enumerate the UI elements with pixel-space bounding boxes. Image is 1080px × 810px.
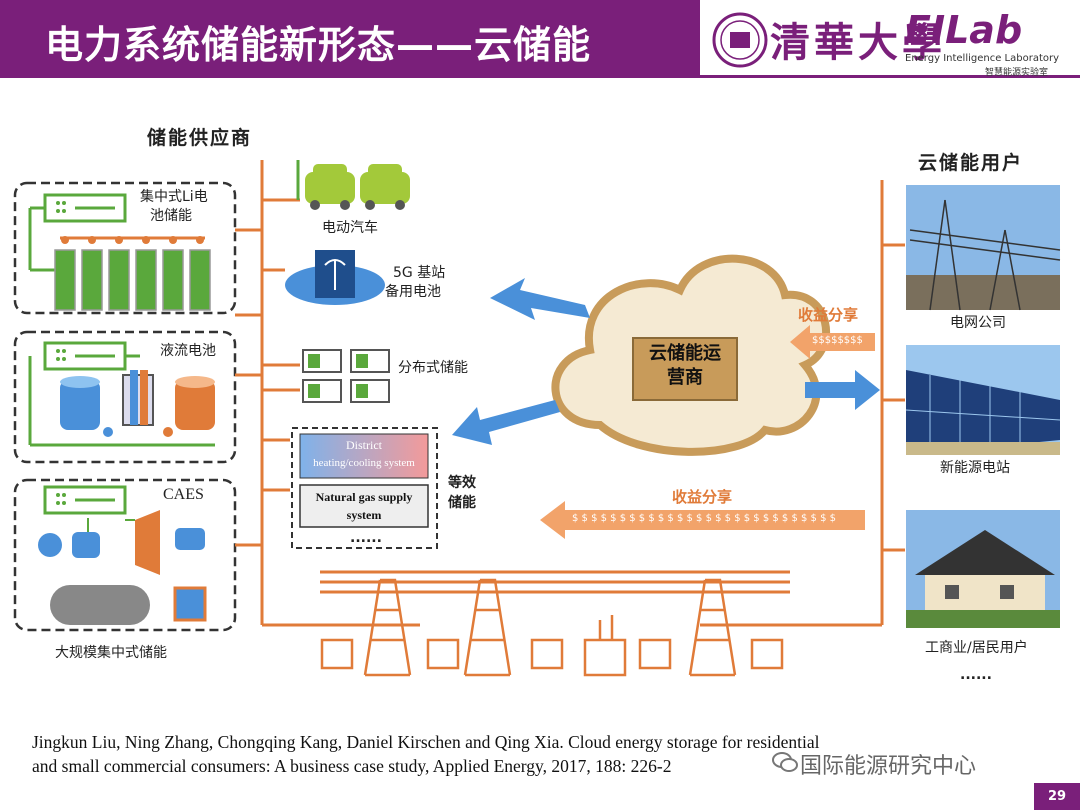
users-title: 云储能用户 <box>918 152 1024 174</box>
citation: Jingkun Liu, Ning Zhang, Chongqing Kang,… <box>32 730 992 778</box>
electric-car-icons <box>296 160 410 210</box>
renewable-station-label: 新能源电站 <box>940 460 1010 476</box>
renewable-station-photo <box>905 345 1061 455</box>
page-number: 29 <box>1034 783 1080 810</box>
university-name: 清華大學 <box>770 19 946 66</box>
profit-arrows <box>540 325 875 539</box>
right-bus <box>700 180 905 627</box>
university-seal-icon <box>712 12 768 68</box>
citation-line-1: Jingkun Liu, Ning Zhang, Chongqing Kang,… <box>32 732 820 752</box>
caes-graphic <box>38 485 207 625</box>
dollar-signs-long: $ $ $ $ $ $ $ $ $ $ $ $ $ $ $ $ $ $ $ $ … <box>572 513 836 524</box>
flow-battery-graphic <box>28 341 215 447</box>
users-ellipsis: ...... <box>960 667 992 683</box>
base-station-icon <box>285 250 385 305</box>
residential-user-photo <box>906 510 1060 628</box>
transmission-lines <box>320 570 790 594</box>
profit-share-label-top: 收益分享 <box>798 306 859 324</box>
distributed-battery-icons <box>302 349 390 403</box>
li-battery-box <box>13 181 237 315</box>
li-battery-label-1: 集中式Li电 <box>140 189 208 205</box>
watermark-text: 国际能源研究中心 <box>800 754 977 779</box>
equivalent-storage-box <box>291 427 438 549</box>
distributed-storage-label: 分布式储能 <box>398 360 468 376</box>
cloud-operator-line1: 云储能运 <box>649 343 721 364</box>
large-scale-storage-label: 大规模集中式储能 <box>55 645 167 661</box>
cloud-operator-line2: 营商 <box>667 367 703 388</box>
cloud-storage-diagram <box>13 160 1061 677</box>
blue-arrows <box>452 278 880 445</box>
dollar-signs-short: $$$$$$$$ <box>812 335 863 346</box>
citation-line-2: and small commercial consumers: A busine… <box>32 756 672 776</box>
caes-label: CAES <box>163 486 204 503</box>
header-bar <box>0 0 700 78</box>
suppliers-title: 储能供应商 <box>147 127 253 149</box>
base-station-label-1: 5G 基站 <box>393 265 446 281</box>
residential-user-label: 工商业/居民用户 <box>925 640 1028 656</box>
li-battery-label-2: 池储能 <box>150 208 192 224</box>
flow-battery-label: 液流电池 <box>160 343 216 359</box>
natural-gas-label-2: system <box>346 508 382 522</box>
li-battery-cells <box>28 193 211 311</box>
page-title: 电力系统储能新形态——云储能 <box>45 23 592 67</box>
district-heating-label-2: heating/cooling system <box>313 457 415 469</box>
base-station-label-2: 备用电池 <box>385 284 441 300</box>
equivalent-ellipsis: ...... <box>350 530 382 546</box>
equivalent-storage-label-1: 等效 <box>448 475 476 491</box>
natural-gas-label-1: Natural gas supply <box>315 490 413 504</box>
caes-box <box>13 478 237 632</box>
grid-company-photo <box>906 185 1061 311</box>
lab-logo: EILab <box>905 8 1023 52</box>
wechat-icon <box>772 752 798 772</box>
district-heating-label-1: District <box>346 438 382 452</box>
profit-share-label-bottom: 收益分享 <box>672 488 733 506</box>
lab-subtitle-cn: 智慧能源实验室 <box>985 68 1049 78</box>
cloud-operator-icon <box>551 254 830 456</box>
grid-company-label: 电网公司 <box>950 315 1006 331</box>
ev-label: 电动汽车 <box>322 220 378 236</box>
power-towers <box>320 578 784 677</box>
equivalent-storage-label-2: 储能 <box>448 495 476 511</box>
logo-strip <box>700 0 1080 78</box>
flow-battery-box <box>13 330 237 464</box>
cloud-operator-label: 云储能运 营商 <box>633 342 737 390</box>
left-bus <box>235 160 420 627</box>
lab-subtitle: Energy Intelligence Laboratory <box>905 53 1060 64</box>
